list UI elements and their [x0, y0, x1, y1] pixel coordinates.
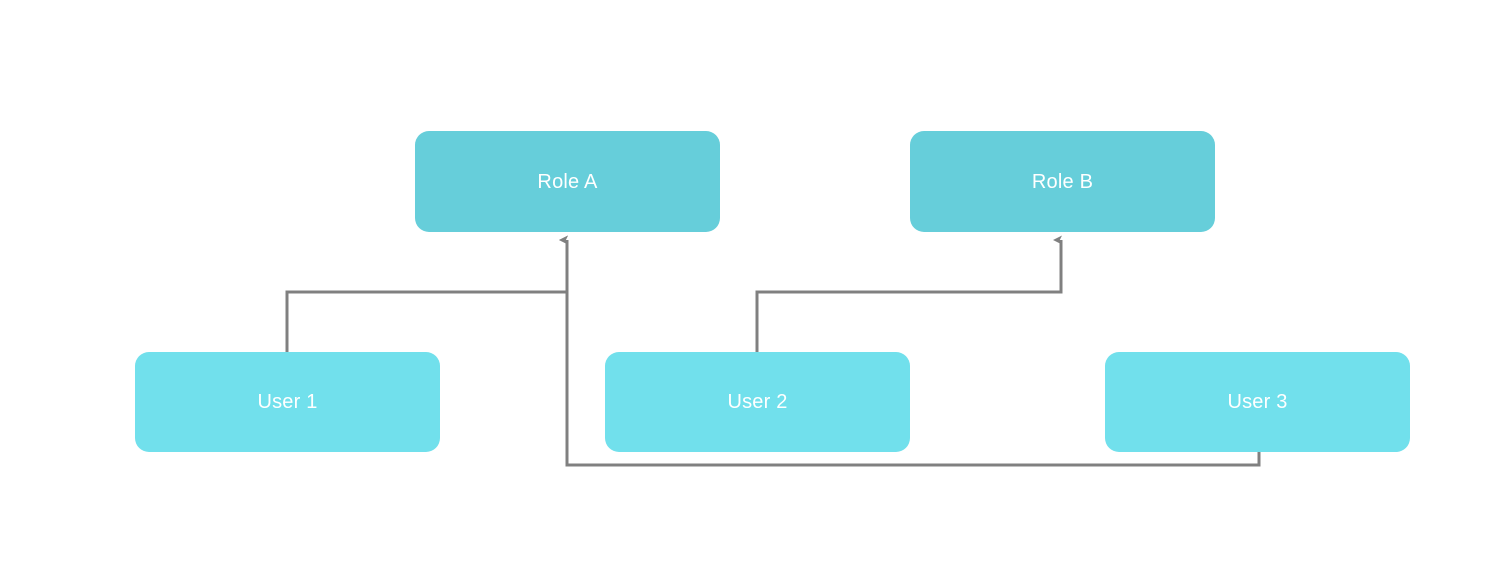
node-user-3[interactable]: User 3 [1105, 352, 1410, 452]
node-label-user-1: User 1 [257, 391, 318, 413]
node-label-user-3: User 3 [1227, 391, 1288, 413]
node-role-a[interactable]: Role A [415, 131, 720, 232]
edge-group [285, 235, 1261, 467]
edge-user1-rolea [285, 235, 569, 352]
edge-user3-rolea [559, 235, 1261, 467]
node-label-user-2: User 2 [727, 391, 788, 413]
node-label-role-b: Role B [1031, 170, 1094, 193]
node-user-2[interactable]: User 2 [605, 352, 910, 452]
node-label-role-a: Role A [537, 170, 598, 193]
node-user-1[interactable]: User 1 [135, 352, 440, 452]
edge-user2-roleb [755, 235, 1063, 352]
node-role-b[interactable]: Role B [910, 131, 1215, 232]
